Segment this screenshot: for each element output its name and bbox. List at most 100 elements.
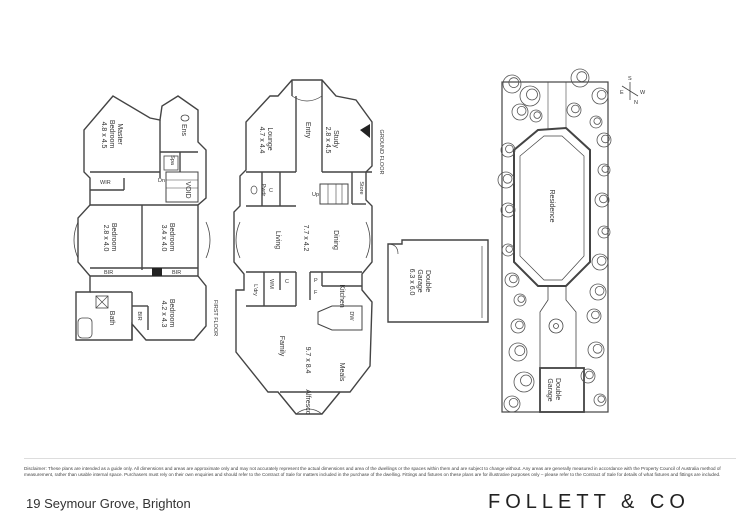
- label-wm: WM: [268, 279, 274, 289]
- label-entry: Entry: [304, 122, 311, 139]
- tree-canopy-inner: [509, 274, 518, 284]
- label-bir-right: BIR: [172, 270, 181, 276]
- label-lounge: Lounge 4.7 x 4.4: [258, 127, 273, 154]
- label-family-dim: 9.7 x 8.4: [304, 347, 311, 374]
- tree-canopy-inner: [596, 90, 607, 100]
- label-first-floor: FIRST FLOOR: [212, 300, 218, 336]
- tree-canopy-inner: [502, 174, 513, 184]
- label-void: VOID: [184, 181, 191, 198]
- tree-canopy: [591, 253, 609, 271]
- tree-canopy-inner: [508, 77, 520, 89]
- tree-canopy: [501, 243, 515, 257]
- tree-canopy: [596, 132, 612, 148]
- tree-canopy-inner: [505, 144, 514, 154]
- tree-canopy: [519, 85, 541, 107]
- tree-canopy-inner: [515, 320, 524, 330]
- tree-canopy: [529, 109, 543, 123]
- label-study: Study 2.8 x 4.5: [324, 127, 339, 154]
- label-up: Up: [312, 192, 319, 198]
- tree-canopy-inner: [576, 71, 588, 83]
- tree-canopy-inner: [517, 295, 525, 303]
- tree-canopy: [513, 371, 535, 393]
- tree-canopy-inner: [592, 343, 603, 354]
- tree-canopy-inner: [591, 310, 600, 320]
- tree-canopy: [502, 74, 522, 94]
- tree-canopy: [500, 142, 516, 158]
- agency-logo: FOLLETT & CO: [488, 491, 690, 513]
- label-pantry: P: [314, 278, 318, 284]
- tree-canopy-inner: [520, 374, 532, 387]
- tree-canopy: [510, 318, 526, 334]
- property-address: 19 Seymour Grove, Brighton: [26, 496, 191, 511]
- double-garage-plan: [387, 239, 489, 323]
- tree-canopy-inner: [596, 255, 607, 266]
- compass-w: W: [640, 90, 646, 96]
- site-trees: [497, 68, 612, 413]
- tree-canopy: [570, 68, 590, 88]
- tree-canopy-inner: [601, 227, 609, 235]
- tree-canopy: [591, 87, 609, 105]
- tree-canopy-inner: [601, 165, 609, 173]
- label-ground-floor: GROUND FLOOR: [378, 130, 384, 175]
- tree-canopy: [586, 308, 602, 324]
- label-residence: Residence: [548, 189, 555, 222]
- tree-canopy: [497, 171, 515, 189]
- tree-canopy: [504, 272, 520, 288]
- disclaimer-text: Disclaimer: These plans are intended as …: [24, 466, 721, 477]
- label-double-garage: Double Garage 6.3 x 6.0: [408, 269, 431, 296]
- compass-icon: [621, 82, 639, 100]
- site-plan: [501, 81, 639, 413]
- tree-canopy-inner: [505, 245, 513, 253]
- label-ens: Ens: [180, 124, 187, 137]
- tree-canopy: [597, 225, 611, 239]
- label-alfresco: Alfresco: [304, 389, 311, 414]
- label-laundry: L'dry: [252, 284, 258, 296]
- tree-canopy: [511, 103, 529, 121]
- compass-e: E: [620, 90, 624, 96]
- label-spa: Spa: [169, 155, 175, 166]
- label-pwdr: Pwdr: [260, 184, 266, 197]
- tree-canopy-inner: [571, 104, 580, 114]
- first-floor-plan: [73, 95, 211, 341]
- tree-canopy: [589, 115, 603, 129]
- compass-n: N: [634, 100, 638, 106]
- tree-canopy: [580, 368, 596, 384]
- tree-canopy: [513, 293, 527, 307]
- tree-canopy-inner: [516, 106, 527, 116]
- tree-canopy: [593, 393, 607, 407]
- footer-divider: [24, 458, 736, 459]
- label-wir: WIR: [100, 180, 111, 186]
- tree-canopy: [566, 102, 582, 118]
- tree-canopy: [594, 192, 610, 208]
- label-bir-left: BIR: [104, 270, 113, 276]
- tree-canopy-inner: [597, 395, 605, 403]
- label-bir-bath: BIR: [136, 311, 142, 320]
- tree-canopy: [508, 342, 528, 362]
- label-bedroom-2: Bedroom 2.8 x 4.0: [102, 223, 117, 253]
- tree-canopy-inner: [585, 370, 594, 380]
- label-coat: C: [269, 188, 273, 194]
- tree-canopy-inner: [514, 345, 526, 356]
- tree-canopy: [500, 202, 516, 218]
- label-living-dim: 7.7 x 4.2: [302, 225, 309, 252]
- tree-canopy-inner: [533, 111, 541, 119]
- compass-s: S: [628, 76, 632, 82]
- label-meals: Meals: [338, 363, 345, 382]
- label-kitchen: Kitchen: [338, 284, 345, 307]
- label-bedroom-4: Bedroom 4.2 x 4.3: [160, 299, 175, 329]
- tree-canopy: [597, 163, 611, 177]
- tree-canopy: [587, 341, 605, 359]
- label-family: Family: [278, 336, 285, 357]
- tree-canopy: [503, 395, 521, 413]
- tree-canopy-inner: [526, 88, 538, 101]
- labels: Master Bedroom 4.8 x 4.5 Ens Spa WIR Dn …: [100, 76, 646, 415]
- label-bath: Bath: [108, 311, 115, 326]
- tree-canopy-inner: [601, 134, 610, 144]
- label-bedroom-3: Bedroom 3.4 x 4.0: [160, 223, 175, 253]
- label-living: Living: [274, 231, 281, 249]
- tree-canopy: [589, 283, 607, 301]
- label-fridge: F: [314, 290, 318, 296]
- label-dw: DW: [348, 311, 354, 321]
- label-dn: Dn: [158, 178, 165, 184]
